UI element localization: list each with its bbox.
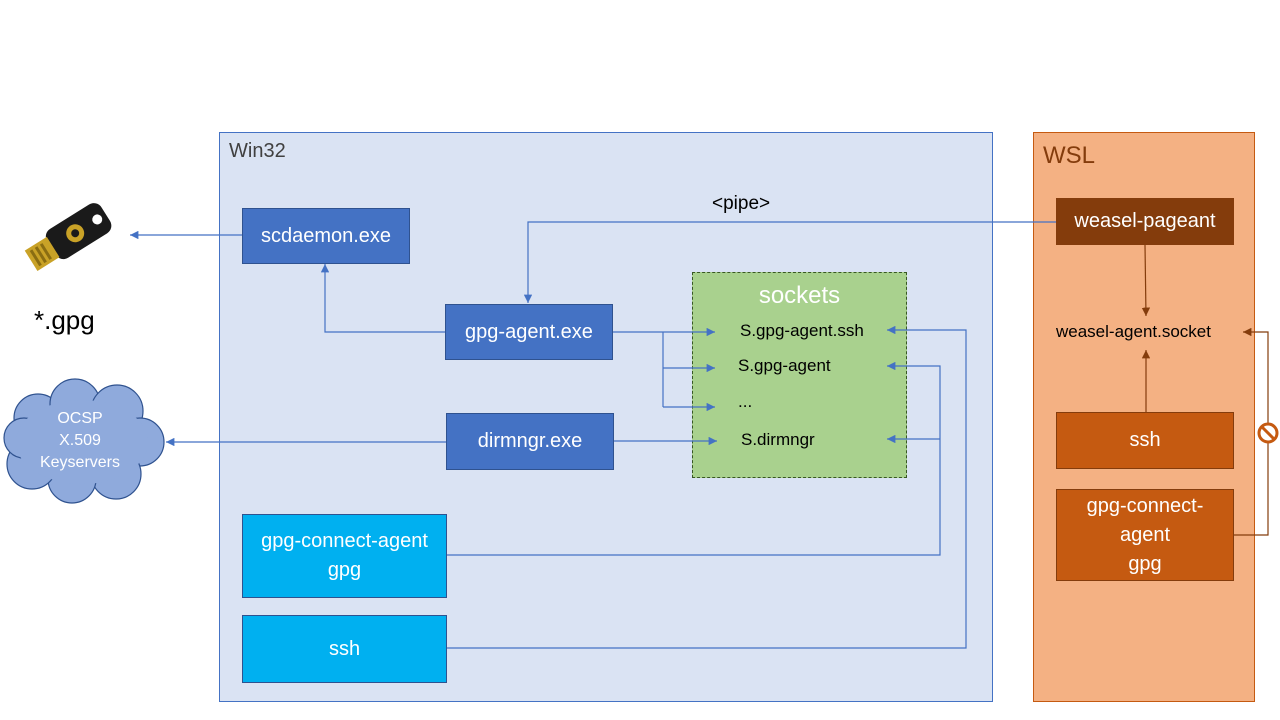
gpg-agent-box: gpg-agent.exe bbox=[445, 304, 613, 360]
cloud-ocsp: OCSP bbox=[57, 410, 103, 427]
win32-title: Win32 bbox=[229, 140, 286, 162]
wsl-title: WSL bbox=[1043, 142, 1096, 169]
cloud-icon bbox=[3, 378, 165, 504]
socket-gpg-agent: S.gpg-agent bbox=[738, 356, 831, 375]
cloud-x509: X.509 bbox=[59, 432, 101, 449]
usb-security-key-icon bbox=[24, 203, 112, 271]
socket-gpg-agent-ssh: S.gpg-agent.ssh bbox=[740, 321, 864, 340]
win32-ssh-box: ssh bbox=[242, 615, 447, 683]
gpg-connect-agent-box: gpg-connect-agent gpg bbox=[242, 514, 447, 598]
socket-ellipsis: ... bbox=[738, 392, 753, 411]
sockets-group bbox=[692, 272, 907, 478]
wsl-ssh-box: ssh bbox=[1056, 412, 1234, 469]
weasel-pageant-box: weasel-pageant bbox=[1056, 198, 1234, 245]
pipe-label: <pipe> bbox=[712, 193, 771, 214]
wsl-gpg-label: gpg bbox=[1128, 552, 1162, 575]
wsl-gpg-connect-agent-box: gpg-connect- agent gpg bbox=[1056, 489, 1234, 581]
socket-dirmngr: S.dirmngr bbox=[741, 430, 815, 449]
blocked-icon bbox=[1257, 422, 1279, 444]
gpg-label: gpg bbox=[327, 559, 362, 581]
scdaemon-box: scdaemon.exe bbox=[242, 208, 410, 264]
gpg-files-label: *.gpg bbox=[34, 305, 95, 335]
gpg-connect-agent-label: gpg-connect-agent bbox=[261, 530, 428, 552]
wsl-gpg-connect-agent-label-1: gpg-connect- bbox=[1086, 494, 1204, 517]
sockets-title: sockets bbox=[758, 282, 841, 309]
cloud-text: OCSP X.509 Keyservers bbox=[0, 408, 160, 474]
weasel-agent-socket: weasel-agent.socket bbox=[1056, 322, 1211, 341]
cloud-keyservers: Keyservers bbox=[39, 454, 121, 471]
dirmngr-box: dirmngr.exe bbox=[446, 413, 614, 470]
wsl-gpg-connect-agent-label-2: agent bbox=[1119, 523, 1171, 546]
